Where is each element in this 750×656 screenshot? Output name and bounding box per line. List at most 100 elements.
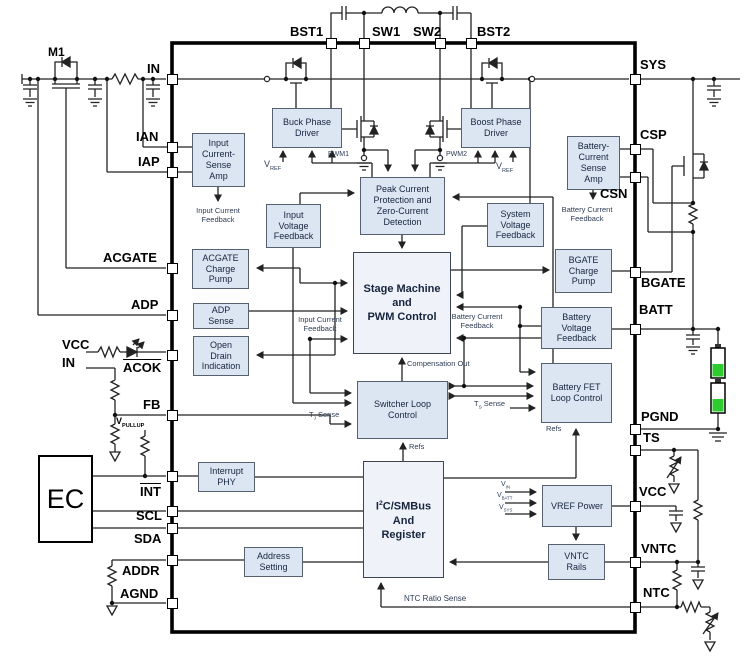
pin-ntc <box>629 601 641 613</box>
fb-divider-network <box>86 367 166 463</box>
pin-ts <box>629 444 641 456</box>
wire-label-v-pullup: VPULLUP <box>116 416 145 429</box>
pin-label-in: IN <box>147 61 160 76</box>
wire-label-m1: M1 <box>48 45 65 59</box>
pin-label-scl: SCL <box>136 508 162 523</box>
pin-label-iap: IAP <box>138 154 160 169</box>
wire-label-refs-1: Refs <box>409 442 425 451</box>
wires-layer <box>21 6 740 653</box>
junction-dots <box>27 10 721 610</box>
open-node-circles <box>263 75 536 162</box>
buck-fet-icon <box>342 112 388 171</box>
pin-agnd <box>166 597 178 609</box>
ec-bus-wires <box>93 475 166 529</box>
wire-label-compensation-out: Compensation Out <box>407 359 470 368</box>
pin-sw2 <box>434 37 446 49</box>
pin-sda <box>166 522 178 534</box>
internal-input-rail <box>178 49 629 112</box>
pin-label-sys: SYS <box>640 57 667 72</box>
wire-label-pwm1: PWM1 <box>328 151 349 158</box>
acok-led-network <box>86 338 166 359</box>
pin-vcc <box>629 500 641 512</box>
wire-label-v-in: VIN <box>501 481 511 490</box>
wire-label-vref-2: VREF <box>496 161 514 174</box>
ec-label: EC <box>46 483 85 514</box>
wire-label-in-ext: IN <box>62 355 75 370</box>
ic-outline <box>170 41 637 634</box>
pin-ian <box>166 141 178 153</box>
pin-label-bgate: BGATE <box>641 275 686 290</box>
pin-sys <box>629 73 641 85</box>
driver-input-wires <box>279 150 517 177</box>
boost-fet-icon <box>415 112 461 171</box>
pin-label-vntc: VNTC <box>641 541 677 556</box>
led-icon <box>126 345 139 359</box>
pin-label-bst1: BST1 <box>290 24 324 39</box>
ec-host-controller: EC <box>38 455 93 543</box>
gnd-arrow-icon <box>108 451 122 463</box>
sense-resistor-icon <box>111 72 139 86</box>
wire-label-ts-sense: TS Sense <box>474 399 506 410</box>
pin-label-agnd: AGND <box>120 586 159 601</box>
battery-fet-network <box>641 148 710 329</box>
battery-cell-icon <box>710 379 726 414</box>
block-vref-power: VREF Power <box>542 485 612 527</box>
pin-label-acok: ACOK <box>123 360 162 375</box>
wire-label-pwm2: PWM2 <box>446 151 467 158</box>
pin-label-ian: IAN <box>136 129 159 144</box>
smbus-wires <box>178 429 630 608</box>
pin-label-vcc: VCC <box>639 484 667 499</box>
pin-iap <box>166 166 178 178</box>
wire-label-vcc-ext: VCC <box>62 337 90 352</box>
wire-label-refs-2: Refs <box>546 424 562 433</box>
pin-label-acgate: ACGATE <box>103 250 157 265</box>
pin-label-pgnd: PGND <box>641 409 679 424</box>
bootstrap-inductor-network <box>330 6 472 38</box>
pin-csp <box>629 143 641 155</box>
pin-bgate <box>629 266 641 278</box>
pin-batt <box>629 323 641 335</box>
pin-label-adp: ADP <box>131 297 159 312</box>
wire-label-tj-sense: TJ Sense <box>309 410 340 421</box>
addr-network <box>105 559 166 617</box>
external-input-network <box>21 55 166 316</box>
buck-blocking-fet-icon <box>285 56 307 108</box>
wire-label-ntc-ratio-sense: NTC Ratio Sense <box>404 594 467 603</box>
pin-scl <box>166 505 178 517</box>
pin-adp <box>166 309 178 321</box>
mosfet-m1-icon <box>52 55 166 269</box>
battery-pack-network <box>641 328 727 442</box>
pin-in <box>166 73 178 85</box>
pin-label-bst2: BST2 <box>477 24 511 39</box>
pin-pgnd <box>629 423 641 435</box>
pin-fb <box>166 409 178 421</box>
inductor-icon <box>364 6 440 14</box>
pin-label-sw2: SW2 <box>413 24 442 39</box>
wire-label-vref-1: VREF <box>264 159 282 172</box>
vntc-ntc-network <box>641 561 719 653</box>
pin-label-batt: BATT <box>639 302 673 317</box>
pin-label-ntc: NTC <box>643 585 670 600</box>
pin-sw1 <box>358 37 370 49</box>
pin-vntc <box>629 556 641 568</box>
sys-output-network <box>641 78 740 148</box>
